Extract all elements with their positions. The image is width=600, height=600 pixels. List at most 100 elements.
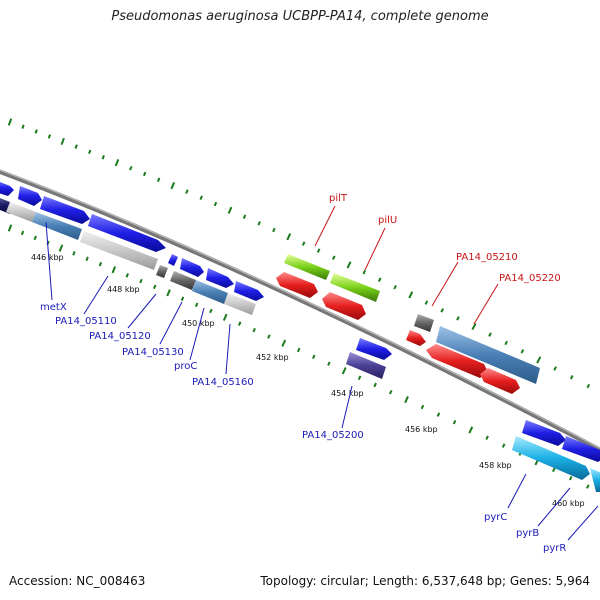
tick-mark: [213, 201, 218, 207]
gene-label[interactable]: pilU: [378, 215, 397, 226]
tick-mark: [393, 284, 397, 290]
gene-label[interactable]: PA14_05130: [122, 347, 184, 358]
gene-label[interactable]: metX: [40, 302, 67, 313]
tick-mark: [34, 129, 38, 134]
gene-forward[interactable]: [156, 265, 168, 278]
gene-reverse[interactable]: [276, 272, 318, 298]
tick-mark: [420, 404, 425, 410]
gene-reverse[interactable]: [284, 254, 330, 280]
tick-mark: [272, 227, 276, 233]
gene-label[interactable]: pyrR: [543, 543, 566, 554]
tick-mark: [311, 354, 316, 360]
tick-mark: [139, 278, 143, 284]
gene-forward[interactable]: [234, 281, 264, 301]
tick-mark: [332, 255, 336, 260]
tick-mark: [21, 124, 25, 129]
gene-label[interactable]: PA14_05120: [89, 331, 151, 342]
gene-forward[interactable]: [512, 436, 590, 480]
gene-forward[interactable]: [192, 280, 228, 304]
gene-forward[interactable]: [32, 212, 82, 240]
tick-mark: [156, 177, 161, 182]
gene-reverse[interactable]: [406, 330, 426, 346]
reverse-genes-outer: [284, 254, 540, 384]
tick-mark: [488, 332, 492, 337]
tick-mark: [536, 356, 542, 364]
topology-text: Topology: circular; Length: 6,537,648 bp…: [260, 574, 590, 588]
gene-reverse[interactable]: [480, 368, 520, 394]
gene-label[interactable]: pilT: [329, 193, 348, 204]
tick-mark: [504, 340, 508, 346]
tick-mark: [88, 149, 92, 155]
gene-forward[interactable]: [40, 196, 90, 224]
gene-label[interactable]: pyrB: [516, 528, 539, 539]
gene-label[interactable]: PA14_05220: [499, 273, 561, 284]
tick-mark: [408, 291, 414, 299]
gene-forward[interactable]: [346, 352, 386, 379]
tick-mark: [58, 244, 64, 252]
tick-mark: [170, 182, 176, 190]
tick-mark: [553, 366, 557, 371]
gene-forward[interactable]: [18, 186, 42, 206]
tick-mark: [74, 144, 78, 149]
gene-label[interactable]: PA14_05160: [192, 377, 254, 388]
tick-mark: [468, 426, 474, 434]
tick-label: 448 kbp: [107, 285, 140, 294]
tick-mark: [327, 361, 331, 366]
tick-mark: [388, 389, 393, 395]
tick-mark: [436, 412, 441, 417]
gene-forward[interactable]: [170, 271, 196, 290]
gene-reverse[interactable]: [436, 326, 540, 384]
gene-label[interactable]: proC: [174, 361, 197, 372]
tick-mark: [586, 383, 591, 389]
tick-mark: [7, 118, 13, 126]
tick-label: 446 kbp: [31, 253, 64, 262]
tick-mark: [85, 256, 89, 261]
gene-forward[interactable]: [522, 420, 566, 446]
tick-mark: [586, 484, 590, 489]
gene-forward[interactable]: [180, 258, 204, 277]
tick-mark: [485, 435, 489, 440]
tick-mark: [242, 214, 247, 220]
tick-mark: [7, 224, 13, 232]
tick-mark: [296, 347, 301, 353]
tick-mark: [237, 321, 242, 326]
tick-label: 452 kbp: [256, 353, 289, 362]
gene-reverse[interactable]: [414, 314, 434, 332]
tick-mark: [257, 221, 261, 226]
gene-forward[interactable]: [88, 214, 166, 252]
gene-reverse[interactable]: [322, 292, 366, 320]
gene-label[interactable]: pyrC: [484, 512, 507, 523]
gene-forward[interactable]: [562, 436, 600, 462]
tick-mark: [72, 251, 76, 256]
tick-mark: [456, 316, 460, 321]
tick-mark: [152, 284, 157, 290]
tick-mark: [47, 134, 52, 139]
forward-genes-outer: [0, 180, 600, 462]
tick-labels: 446 kbp 448 kbp 450 kbp 452 kbp 454 kbp …: [31, 253, 585, 508]
gene-forward[interactable]: [6, 202, 36, 222]
gene-forward[interactable]: [224, 293, 256, 315]
gene-reverse[interactable]: [330, 273, 380, 302]
tick-mark: [111, 266, 117, 274]
gene-forward[interactable]: [168, 254, 178, 266]
gene-label[interactable]: PA14_05110: [55, 316, 117, 327]
gene-label[interactable]: PA14_05210: [456, 252, 518, 263]
tick-mark: [404, 395, 409, 404]
tick-mark: [33, 235, 37, 241]
gene-forward[interactable]: [206, 268, 234, 288]
map-title: Pseudomonas aeruginosa UCBPP-PA14, compl…: [111, 9, 489, 24]
tick-label: 458 kbp: [479, 461, 512, 470]
gene-forward[interactable]: [0, 180, 14, 196]
tick-label: 460 kbp: [552, 499, 585, 508]
gene-forward[interactable]: [356, 338, 392, 360]
tick-mark: [98, 261, 103, 267]
gene-reverse[interactable]: [426, 344, 488, 378]
tick-mark: [377, 277, 382, 282]
gene-forward[interactable]: [590, 468, 600, 492]
tick-mark: [209, 308, 213, 314]
genome-backbone-highlight: [0, 169, 600, 449]
gene-forward[interactable]: [80, 231, 158, 270]
gene-label[interactable]: PA14_05200: [302, 430, 364, 441]
tick-mark: [199, 195, 203, 200]
